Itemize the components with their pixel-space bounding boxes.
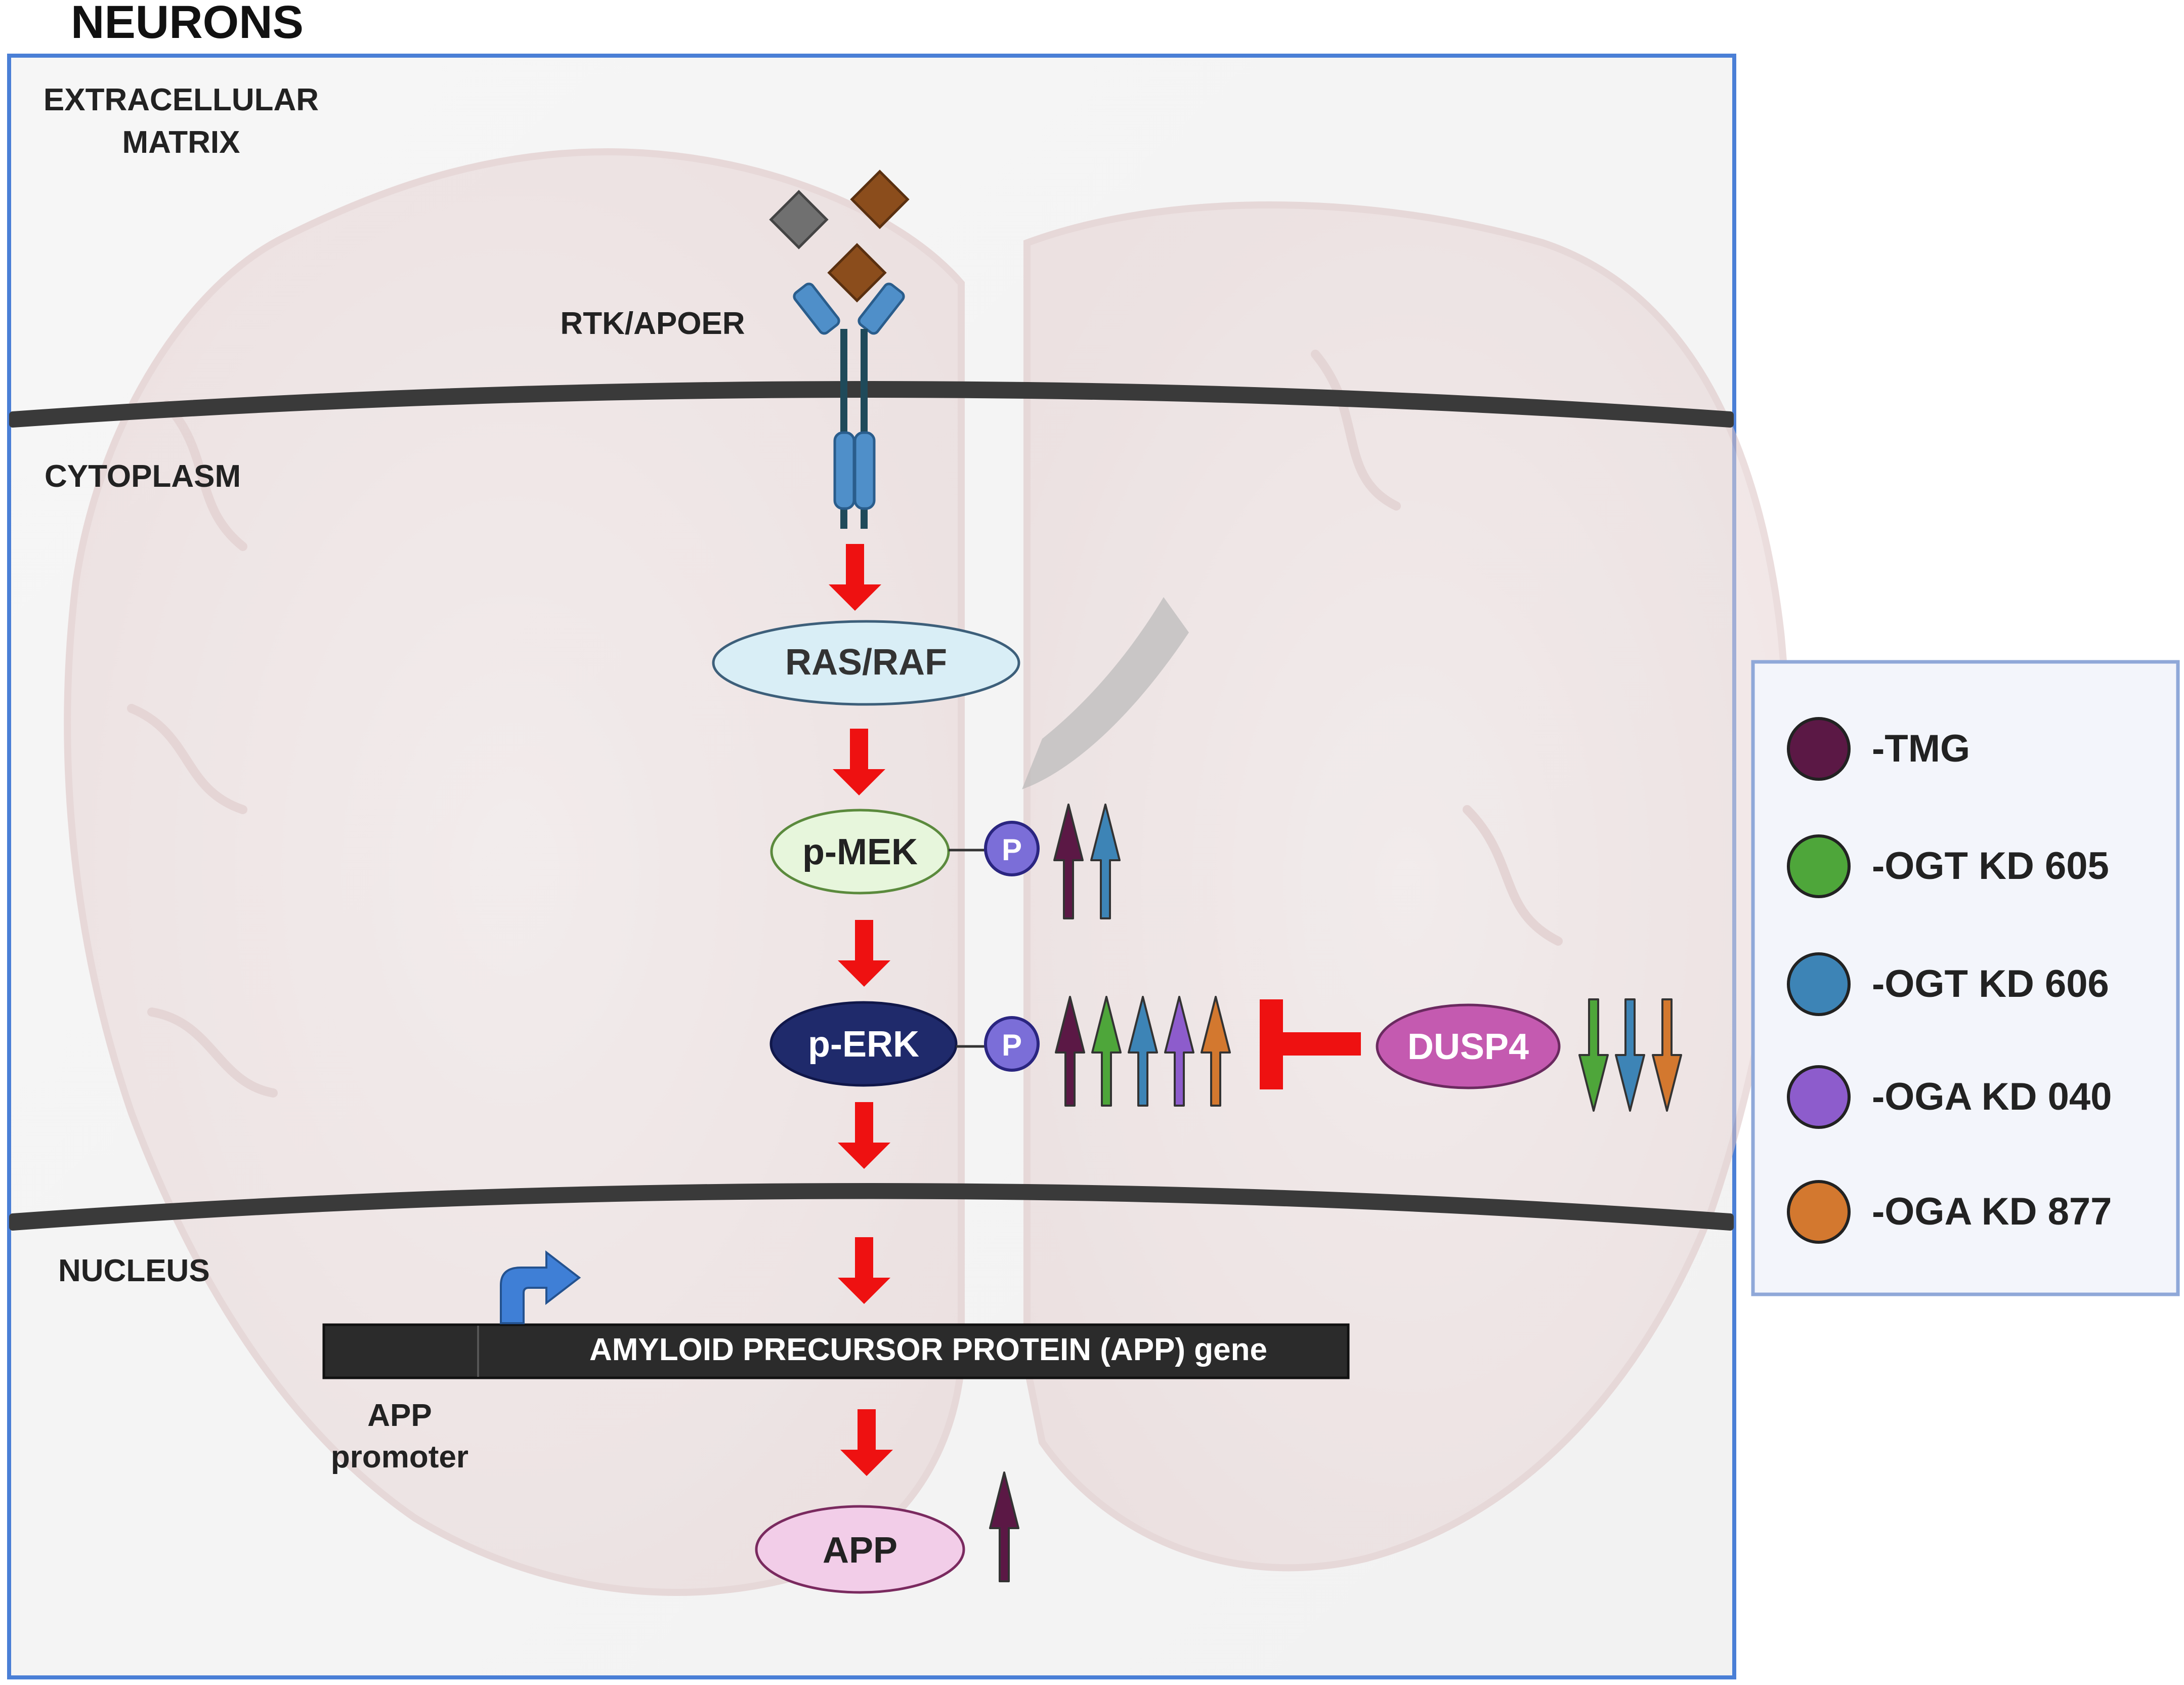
dusp4-ogt-kd-606-down-arrow: [1615, 998, 1645, 1112]
dusp4-ogt-kd-605-down-arrow: [1578, 998, 1609, 1112]
ligand-diamonds: [769, 170, 910, 303]
pathway-arrow-perk-to-nucleus: [838, 1102, 890, 1169]
legend-label: -OGT KD 605: [1872, 845, 2109, 888]
legend-swatch: [1787, 1065, 1851, 1129]
p-erk-up-arrow: [1091, 996, 1122, 1107]
p-erk-up-arrow: [1201, 996, 1231, 1107]
ras-raf-node: [712, 620, 1020, 706]
legend-label: -OGT KD 606: [1872, 962, 2109, 1005]
receptor-label: RTK/APOER: [560, 306, 745, 341]
pathway-arrow-pmek-to-perk: [838, 920, 890, 987]
app-gene-bar: [322, 1323, 1350, 1379]
app-tmg-up-arrow: [989, 1471, 1019, 1582]
pathway-arrow-nucleus-to-gene: [838, 1237, 890, 1304]
cell-membrane: [9, 381, 1734, 428]
legend-swatch: [1787, 717, 1851, 781]
p-erk-label: p-ERK: [808, 1024, 919, 1065]
p-erk-node: [769, 1001, 958, 1087]
p-mek-phospho-label: P: [1002, 833, 1022, 867]
effect-arrows: [989, 804, 1682, 1582]
app-protein-node: [755, 1505, 965, 1594]
p-mek-node: [770, 809, 950, 895]
p-erk-up-arrow: [1128, 996, 1158, 1107]
legend-item: -OGA KD 040: [1787, 1065, 2112, 1129]
p-erk-up-arrow: [1055, 996, 1085, 1107]
legend-swatch: [1787, 952, 1851, 1016]
legend-item: -TMG: [1787, 717, 1970, 781]
legend-swatch: [1787, 834, 1851, 898]
region-label-nucleus: NUCLEUS: [58, 1253, 210, 1288]
pathway-arrow-gene-to-app: [840, 1409, 893, 1476]
legend-label: -OGA KD 877: [1872, 1190, 2112, 1233]
brain-background: [64, 148, 1791, 1596]
p-erk-up-arrow: [1164, 996, 1194, 1107]
dusp4-inhibition-bar: [1260, 999, 1361, 1089]
figure-title: NEURONS: [71, 0, 304, 48]
legend: -TMG -OGT KD 605 -OGT KD 606 -OGA KD 040 -OG…: [1787, 717, 2112, 1244]
dusp4-node: [1376, 1003, 1561, 1089]
p-erk-phospho-label: P: [1002, 1028, 1022, 1062]
dusp4-label: DUSP4: [1407, 1027, 1529, 1067]
p-erk-phospho-badge: [984, 1016, 1040, 1072]
nuclear-membrane: [9, 1183, 1734, 1231]
p-mek-phospho-badge: [984, 821, 1040, 876]
transcription-start-arrow: [500, 1250, 581, 1324]
ras-raf-label: RAS/RAF: [785, 642, 947, 683]
p-mek-ogt-kd-606-up-arrow: [1090, 804, 1121, 919]
pathway-arrow-receptor-to-rasraf: [829, 544, 881, 611]
pathway-arrows: [829, 544, 893, 1476]
legend-item: -OGT KD 606: [1787, 952, 2109, 1016]
pathway-arrow-rasraf-to-pmek: [833, 729, 885, 795]
legend-item: -OGT KD 605: [1787, 834, 2109, 898]
region-label-extracellular: EXTRACELLULAR: [44, 82, 319, 117]
app-promoter-label-1: APP: [367, 1398, 432, 1433]
p-mek-label: p-MEK: [802, 832, 918, 872]
region-label-cytoplasm: CYTOPLASM: [45, 459, 241, 494]
app-protein-label: APP: [823, 1530, 897, 1571]
app-promoter-label-2: promoter: [331, 1440, 468, 1475]
region-label-matrix: MATRIX: [122, 125, 240, 160]
legend-label: -TMG: [1872, 727, 1970, 770]
legend-label: -OGA KD 040: [1872, 1075, 2112, 1118]
app-gene-label: AMYLOID PRECURSOR PROTEIN (APP) gene: [589, 1332, 1267, 1367]
dusp4-oga-kd-877-down-arrow: [1652, 998, 1682, 1112]
receptor-rtk-apoer: [793, 282, 905, 529]
legend-swatch: [1787, 1180, 1851, 1244]
legend-item: -OGA KD 877: [1787, 1180, 2112, 1244]
p-mek-tmg-up-arrow: [1053, 804, 1084, 919]
